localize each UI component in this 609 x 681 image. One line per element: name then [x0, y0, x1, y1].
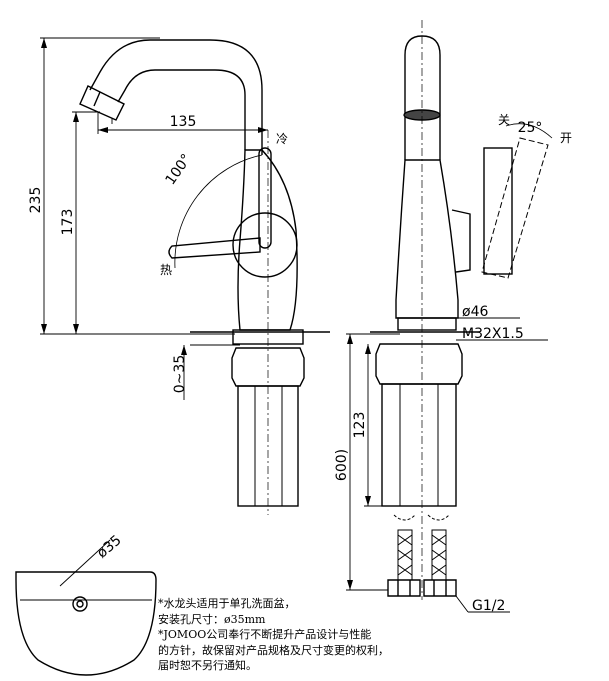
dim-thickness-range: 0~35	[172, 355, 188, 393]
dim-shank-length: 123	[352, 412, 368, 439]
front-collar	[375, 343, 463, 385]
front-view-dimensions	[346, 317, 548, 613]
side-view	[79, 39, 330, 515]
side-view-dimensions	[40, 37, 268, 400]
spout-inner	[117, 69, 246, 150]
dim-height-spout: 173	[60, 209, 76, 236]
dim-angle-handle: 25°	[518, 120, 543, 136]
front-shank	[381, 383, 457, 507]
handle-plate	[483, 147, 513, 275]
label-cold: 冷	[276, 132, 288, 146]
basin-outline	[15, 571, 157, 676]
note-line: 的方针，故保留对产品规格及尺寸变更的权利，	[158, 643, 389, 657]
note-line: *水龙头适用于单孔洗面盆，	[158, 597, 296, 610]
dim-hole-diameter: ø35	[94, 532, 125, 561]
hex-connector-right	[423, 579, 457, 597]
dim-thread: M32X1.5	[462, 326, 524, 342]
dim-connector: G1/2	[472, 598, 505, 614]
mounting-collar	[231, 347, 305, 387]
spout-tip	[79, 85, 125, 121]
dim-angle-swivel: 100°	[162, 151, 194, 188]
braided-hoses	[393, 514, 450, 581]
hex-connector-left	[387, 579, 421, 597]
lever-hot	[168, 237, 261, 259]
label-hot: 热	[160, 263, 172, 277]
label-open: 开	[560, 131, 572, 145]
dim-hose-length: 600)	[334, 449, 350, 481]
faucet-body	[237, 149, 298, 331]
front-view	[370, 20, 553, 600]
label-closed: 关	[498, 113, 510, 127]
front-spout	[404, 35, 441, 160]
spout-outline	[89, 39, 263, 155]
lever-open-dashed	[481, 137, 549, 279]
installation-notes: *水龙头适用于单孔洗面盆， 安装孔尺寸：ø35mm *JOMOO公司奉行不断提升…	[158, 596, 458, 674]
dim-height-total: 235	[28, 187, 44, 214]
lever-cold	[258, 147, 272, 249]
note-line: *JOMOO公司奉行不断提升产品设计与性能	[158, 628, 372, 641]
dim-reach: 135	[170, 114, 197, 130]
basin-drawing	[15, 539, 157, 676]
front-body	[395, 159, 459, 319]
note-line: 届时恕不另行通知。	[158, 659, 257, 672]
faucet-hole	[72, 596, 88, 612]
front-flange	[397, 317, 457, 331]
note-line: 安装孔尺寸：ø35mm	[158, 612, 266, 626]
handle-disc	[232, 212, 298, 278]
front-handle	[451, 209, 471, 273]
dim-base-diameter: ø46	[462, 304, 488, 320]
